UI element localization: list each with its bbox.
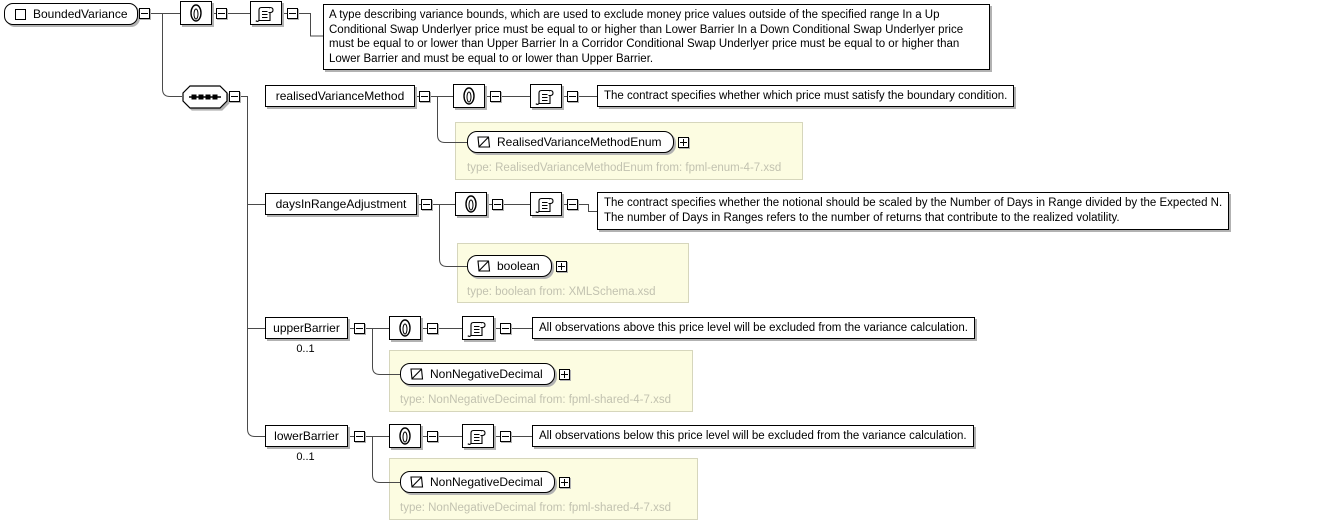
element-realisedvariancemethod[interactable]: realisedVarianceMethod: [265, 85, 415, 107]
type-note: type: NonNegativeDecimal from: fpml-shar…: [400, 502, 671, 514]
sequence-icon[interactable]: [182, 85, 228, 109]
simple-type-icon: [477, 136, 491, 148]
expand-toggle[interactable]: [558, 476, 570, 488]
collapse-toggle[interactable]: [567, 91, 578, 102]
type-name-label: boolean: [497, 259, 540, 273]
type-capsule-nonnegativedecimal[interactable]: NonNegativeDecimal: [400, 471, 555, 493]
root-annotation-text: A type describing variance bounds, which…: [323, 4, 990, 70]
annotation-line: The number of Days in Ranges refers to t…: [604, 212, 1120, 224]
scroll-icon: [255, 6, 274, 22]
collapse-toggle[interactable]: [419, 91, 430, 102]
attributes-icon-box: [389, 316, 421, 340]
attributes-icon-box: [389, 424, 421, 448]
simple-type-icon: [410, 368, 424, 380]
attributes-icon-box: [453, 84, 485, 108]
annotation-text: All observations above this price level …: [532, 317, 975, 339]
annotation-line: The contract specifies whether the notio…: [604, 197, 1223, 209]
collapse-toggle[interactable]: [139, 8, 150, 19]
annotation-icon-box: [530, 84, 562, 108]
type-note: type: boolean from: XMLSchema.xsd: [467, 286, 656, 298]
type-note: type: NonNegativeDecimal from: fpml-shar…: [400, 394, 671, 406]
type-capsule-boolean[interactable]: boolean: [467, 255, 552, 277]
collapse-toggle[interactable]: [421, 199, 432, 210]
attributes-icon-box: [455, 192, 487, 216]
paperclip-icon: [190, 4, 202, 22]
collapse-toggle[interactable]: [500, 323, 511, 334]
expand-toggle[interactable]: [677, 136, 689, 148]
collapse-toggle[interactable]: [490, 91, 501, 102]
scroll-icon: [467, 321, 486, 337]
attributes-icon-box: [180, 1, 212, 25]
scroll-icon: [467, 429, 486, 445]
paperclip-icon: [465, 195, 477, 213]
expand-toggle[interactable]: [558, 368, 570, 380]
type-capsule-realisedvariancemethodenum[interactable]: RealisedVarianceMethodEnum: [467, 131, 674, 153]
collapse-toggle[interactable]: [492, 199, 503, 210]
collapse-toggle[interactable]: [229, 91, 240, 102]
annotation-icon-box: [530, 192, 562, 216]
cardinality-label: 0..1: [296, 343, 315, 355]
simple-type-icon: [410, 476, 424, 488]
annotation-text: The contract specifies whether which pri…: [597, 85, 1015, 107]
root-element-label: BoundedVariance: [33, 7, 128, 21]
collapse-toggle[interactable]: [354, 431, 365, 442]
root-element-boundedvariance[interactable]: BoundedVariance: [4, 3, 138, 25]
annotation-text: All observations below this price level …: [532, 425, 974, 447]
element-lowerbarrier[interactable]: lowerBarrier: [265, 425, 348, 447]
type-name-label: RealisedVarianceMethodEnum: [497, 135, 662, 149]
paperclip-icon: [399, 319, 411, 337]
annotation-icon-box: [462, 316, 494, 340]
paperclip-icon: [463, 87, 475, 105]
collapse-toggle[interactable]: [287, 8, 298, 19]
collapse-toggle[interactable]: [500, 431, 511, 442]
element-daysinrangeadjustment[interactable]: daysInRangeAdjustment: [265, 193, 417, 215]
simple-type-icon: [477, 260, 491, 272]
collapse-toggle[interactable]: [427, 323, 438, 334]
type-name-label: NonNegativeDecimal: [430, 475, 543, 489]
collapse-toggle[interactable]: [427, 431, 438, 442]
paperclip-icon: [399, 427, 411, 445]
scroll-icon: [535, 197, 554, 213]
expand-toggle[interactable]: [555, 260, 567, 272]
type-name-label: NonNegativeDecimal: [430, 367, 543, 381]
element-icon: [15, 8, 26, 20]
type-capsule-nonnegativedecimal[interactable]: NonNegativeDecimal: [400, 363, 555, 385]
annotation-icon-box: [250, 1, 282, 25]
type-note: type: RealisedVarianceMethodEnum from: f…: [467, 162, 782, 174]
collapse-toggle[interactable]: [354, 323, 365, 334]
cardinality-label: 0..1: [296, 451, 315, 463]
annotation-icon-box: [462, 424, 494, 448]
annotation-text: The contract specifies whether the notio…: [597, 192, 1230, 230]
element-upperbarrier[interactable]: upperBarrier: [265, 317, 348, 339]
scroll-icon: [535, 89, 554, 105]
collapse-toggle[interactable]: [216, 8, 227, 19]
collapse-toggle[interactable]: [567, 199, 578, 210]
